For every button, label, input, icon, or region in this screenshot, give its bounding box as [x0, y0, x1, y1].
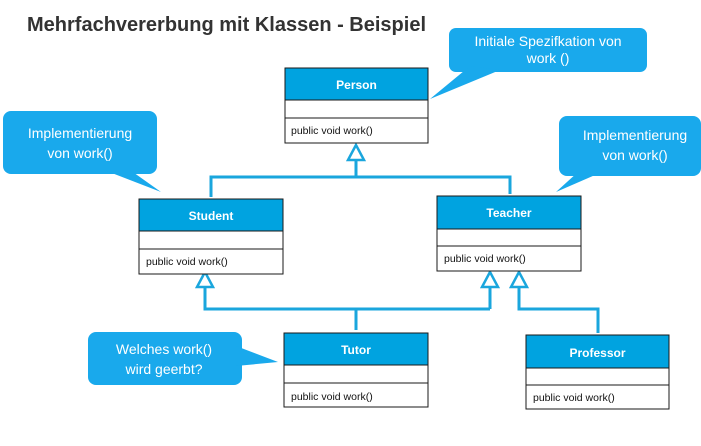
connector-professor-teacher [517, 287, 600, 333]
arrowhead-teacher-professor [508, 269, 530, 289]
class-header [436, 195, 582, 230]
class-method: public void work() [533, 392, 615, 404]
arrowhead-person [345, 142, 367, 162]
class-name: Tutor [341, 343, 371, 357]
callout-line: von work() [602, 147, 667, 163]
class-name: Teacher [486, 206, 531, 220]
connector-student-teacher [209, 175, 512, 197]
class-method: public void work() [444, 253, 526, 265]
arrowhead-student [194, 269, 216, 289]
callout-line: Welches work() [116, 341, 212, 357]
arrowhead-teacher-tutor [479, 269, 501, 289]
class-method: public void work() [291, 125, 373, 137]
callout-line: Initiale Spezifkation von [474, 33, 621, 49]
callout-teacher: Implementierung von work() [556, 116, 701, 192]
class-person: Person public void work() [284, 67, 429, 144]
callout-line: work () [526, 50, 570, 66]
class-teacher: Teacher public void work() [436, 195, 582, 272]
class-name: Person [336, 78, 377, 92]
callout-tutor: Welches work() wird geerbt? [88, 332, 278, 385]
callout-line: von work() [47, 145, 112, 161]
class-header [138, 198, 284, 232]
callout-person: Initiale Spezifkation von work () [430, 28, 647, 99]
connector-tutor-student [203, 287, 490, 311]
class-header [525, 334, 670, 369]
class-header [284, 67, 429, 101]
class-tutor: Tutor public void work() [283, 332, 429, 408]
class-method: public void work() [146, 256, 228, 268]
class-header [283, 332, 429, 366]
callout-line: wird geerbt? [124, 361, 202, 377]
page-title: Mehrfachvererbung mit Klassen - Beispiel [27, 14, 426, 36]
class-student: Student public void work() [138, 198, 284, 275]
class-professor: Professor public void work() [525, 334, 670, 410]
class-method: public void work() [291, 391, 373, 403]
class-name: Professor [569, 346, 625, 360]
callout-line: Implementierung [28, 125, 132, 141]
inheritance-lines [203, 160, 600, 333]
callout-student: Implementierung von work() [3, 111, 161, 192]
class-name: Student [189, 209, 234, 223]
callout-line: Implementierung [583, 127, 687, 143]
